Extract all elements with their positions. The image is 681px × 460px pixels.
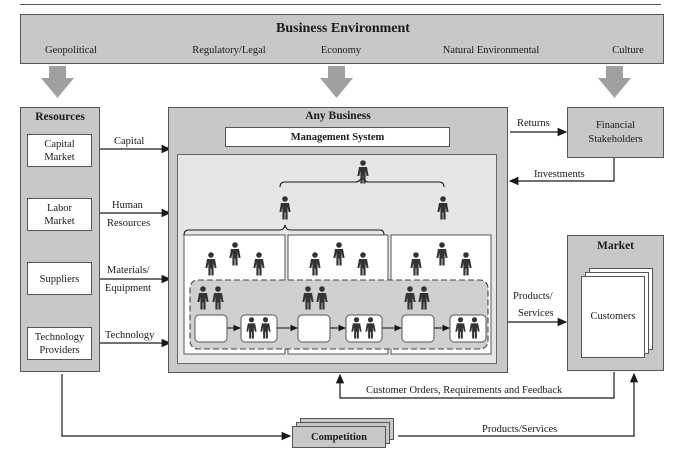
env-factor-natural: Natural Environmental [442,45,540,56]
arrow-down-icon [41,66,631,98]
flow-label-resources: Resources [107,218,151,229]
competition-label: Competition [311,432,367,443]
env-factor-geopolitical: Geopolitical [45,45,97,56]
feedback-label: Customer Orders, Requirements and Feedba… [366,385,563,396]
financial-line1: Financial [595,120,636,131]
flow-label-human: Human [112,200,143,211]
returns-label: Returns [517,118,550,129]
person-icon [437,196,449,220]
technology-providers-line2: Providers [39,345,80,356]
flow-label-materials: Materials/ [107,265,150,276]
env-factor-regulatory: Regulatory/Legal [192,45,266,56]
customers-label: Customers [590,311,636,322]
resources-title: Resources [35,111,85,123]
labor-market-line2: Market [44,216,75,227]
business-environment-panel: Business Environment Geopolitical Regula… [20,14,664,64]
management-system-box: Management System [225,127,450,147]
investments-label: Investments [534,169,585,180]
flow-label-equipment: Equipment [105,283,152,294]
capital-market-line2: Market [44,152,75,163]
financial-line2: Stakeholders [588,134,643,145]
market-title: Market [596,240,635,252]
financial-stakeholders-box: Financial Stakeholders [567,107,664,158]
business-environment-title: Business Environment [276,21,410,36]
suppliers-label: Suppliers [39,274,80,285]
labor-market-line1: Labor [46,203,73,214]
management-system-label: Management System [290,132,385,143]
technology-providers-line1: Technology [34,332,85,343]
capital-market-box: Capital Market [27,134,92,167]
top-rule [20,4,661,5]
labor-market-box: Labor Market [27,198,92,231]
person-icon [357,160,369,184]
competition-box: Competition [292,426,386,448]
customers-box: Customers [581,276,645,358]
flow-label-capital: Capital [114,136,145,147]
env-factor-economy: Economy [320,45,362,56]
env-factor-culture: Culture [612,45,644,56]
products-services-bottom-label: Products/Services [482,424,558,435]
person-icon [279,196,291,220]
services-label: Services [518,308,554,319]
suppliers-box: Suppliers [27,262,92,295]
technology-providers-box: Technology Providers [27,327,92,360]
any-business-title: Any Business [305,110,371,122]
capital-market-line1: Capital [44,139,75,150]
flow-label-technology: Technology [105,330,155,341]
products-label: Products/ [513,291,553,302]
